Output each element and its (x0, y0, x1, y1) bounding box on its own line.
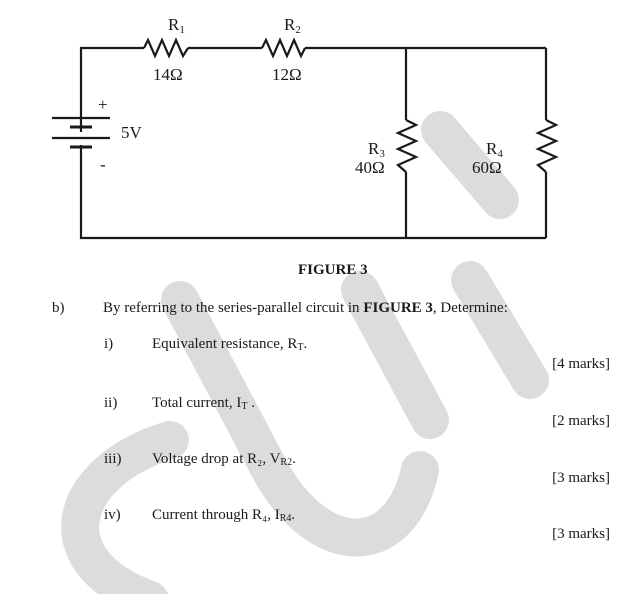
battery-minus: - (100, 155, 106, 174)
item-text: Current through R₄, IR4. (152, 507, 296, 524)
r3-value: 40Ω (355, 158, 385, 177)
figure-caption: FIGURE 3 (298, 262, 368, 278)
item-text: Equivalent resistance, RT. (152, 336, 308, 353)
item-text: Total current, IT . (152, 395, 255, 412)
r3-label: R3 (368, 139, 385, 160)
item-number: iv) (104, 507, 121, 523)
item-number: ii) (104, 395, 118, 411)
r2-label: R2 (284, 15, 301, 36)
watermark-i (451, 261, 549, 399)
item-marks: [4 marks] (552, 356, 610, 372)
battery-plus: + (98, 95, 108, 114)
r1-value: 14Ω (153, 65, 183, 84)
item-text: Voltage drop at R₂, VR2. (152, 451, 296, 468)
resistor-r3 (395, 119, 419, 173)
r4-value: 60Ω (472, 158, 502, 177)
question-intro: By referring to the series-parallel circ… (103, 300, 508, 316)
question-label: b) (52, 300, 65, 316)
wire-bottom (79, 145, 546, 240)
wire-top-left (79, 46, 144, 132)
r1-label: R1 (168, 15, 185, 36)
resistor-r2 (261, 37, 306, 59)
item-marks: [3 marks] (552, 526, 610, 542)
resistor-r1 (143, 37, 189, 59)
resistor-r4 (535, 119, 559, 173)
circuit-diagram (52, 37, 559, 240)
r2-value: 12Ω (272, 65, 302, 84)
battery-icon (52, 116, 110, 149)
battery-voltage: 5V (121, 123, 142, 142)
item-number: i) (104, 336, 114, 352)
r4-label: R4 (486, 139, 503, 160)
item-marks: [2 marks] (552, 413, 610, 429)
item-number: iii) (104, 451, 122, 467)
item-marks: [3 marks] (552, 470, 610, 486)
